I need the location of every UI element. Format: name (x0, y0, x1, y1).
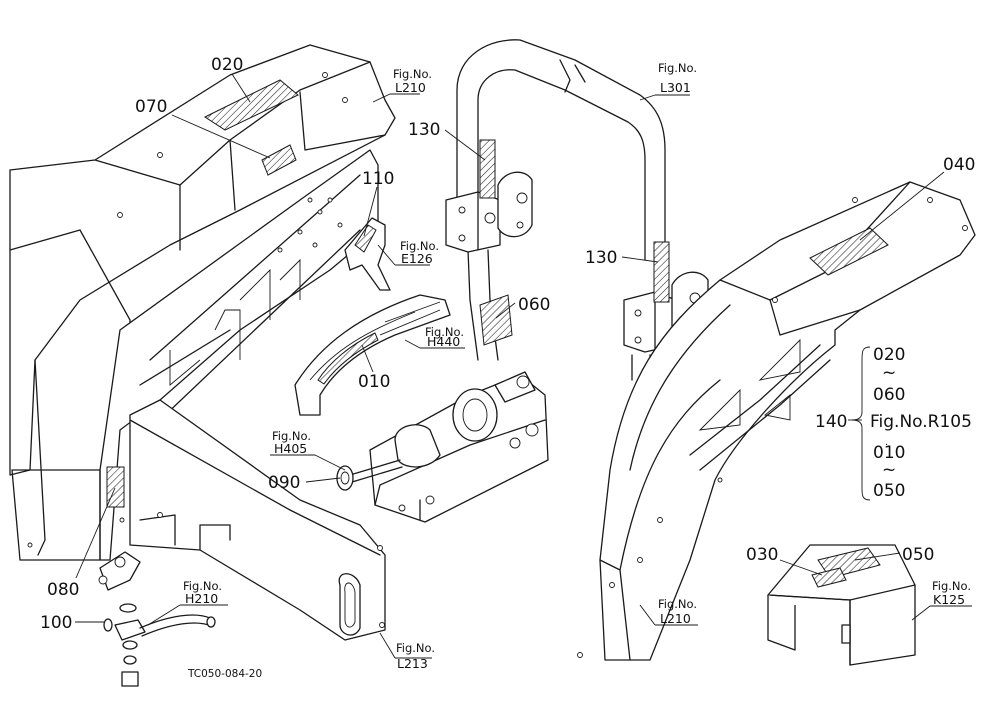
fig-l210-top-label: Fig.No. (393, 67, 432, 81)
hose-fitting (98, 551, 216, 687)
leader-lines (75, 73, 972, 659)
callout-090: 090 (268, 473, 300, 493)
group-140-range1-end: 060 (873, 385, 905, 405)
group-140: 020 ~ 060 Fig.No.R105 010 ~ 050 (870, 345, 972, 501)
callout-010: 010 (358, 372, 390, 392)
callout-140: 140 (815, 412, 847, 432)
fig-e126-label: Fig.No. (400, 239, 439, 253)
group-140-tilde-1: ~ (882, 363, 896, 383)
callout-040: 040 (943, 155, 975, 175)
drawing-code: TC050-084-20 (187, 668, 262, 680)
fig-l301-num: L301 (660, 80, 691, 95)
callout-110: 110 (362, 169, 394, 189)
callout-020: 020 (211, 55, 243, 75)
group-140-tilde-2: ~ (882, 460, 896, 480)
group-140-ref: Fig.No.R105 (870, 412, 972, 432)
fig-h440-label: Fig.No. (425, 325, 464, 339)
fig-l213-num: L213 (397, 656, 428, 671)
group-140-range1-start: 020 (873, 345, 905, 365)
bracket-e126 (344, 217, 391, 291)
group-140-range2-start: 010 (873, 443, 905, 463)
dot-separator: . (885, 437, 888, 448)
decal-070 (261, 144, 297, 176)
fig-e126-num: E126 (401, 251, 433, 266)
fig-l213-label: Fig.No. (396, 641, 435, 655)
fig-h210-num: H210 (185, 591, 218, 606)
fig-h440-num: H440 (427, 334, 460, 349)
hydraulic-block (336, 371, 549, 523)
fig-l210-bottom-label: Fig.No. (658, 597, 697, 611)
callout-130-right: 130 (585, 248, 617, 268)
callout-050: 050 (902, 545, 934, 565)
fig-k125-num: K125 (933, 592, 965, 607)
fig-l210-top-num: L210 (395, 80, 426, 95)
right-fender (577, 181, 976, 661)
fig-h405-label: Fig.No. (272, 429, 311, 443)
callout-070: 070 (135, 97, 167, 117)
fig-k125-label: Fig.No. (932, 579, 971, 593)
callout-060: 060 (518, 295, 550, 315)
figure-references: Fig.No. L210 Fig.No. L301 Fig.No. E126 F… (183, 61, 971, 671)
left-fender (9, 44, 396, 561)
group-140-bracket: . (848, 346, 888, 501)
fig-l301-label: Fig.No. (658, 61, 697, 75)
group-140-range2-end: 050 (873, 481, 905, 501)
callout-030: 030 (746, 545, 778, 565)
fig-h210-label: Fig.No. (183, 579, 222, 593)
lower-bracket (129, 399, 386, 641)
callout-080: 080 (47, 580, 79, 600)
fig-h405-num: H405 (274, 441, 307, 456)
callout-labels: 020 070 110 130 130 040 060 010 090 080 … (40, 55, 975, 633)
rops-frame (445, 39, 709, 381)
callout-100: 100 (40, 613, 72, 633)
quadrant-plate (294, 294, 451, 416)
decal-020 (203, 79, 299, 131)
callout-130-left: 130 (408, 120, 440, 140)
fig-l210-bottom-num: L210 (660, 611, 691, 626)
cover-k125 (767, 544, 916, 666)
